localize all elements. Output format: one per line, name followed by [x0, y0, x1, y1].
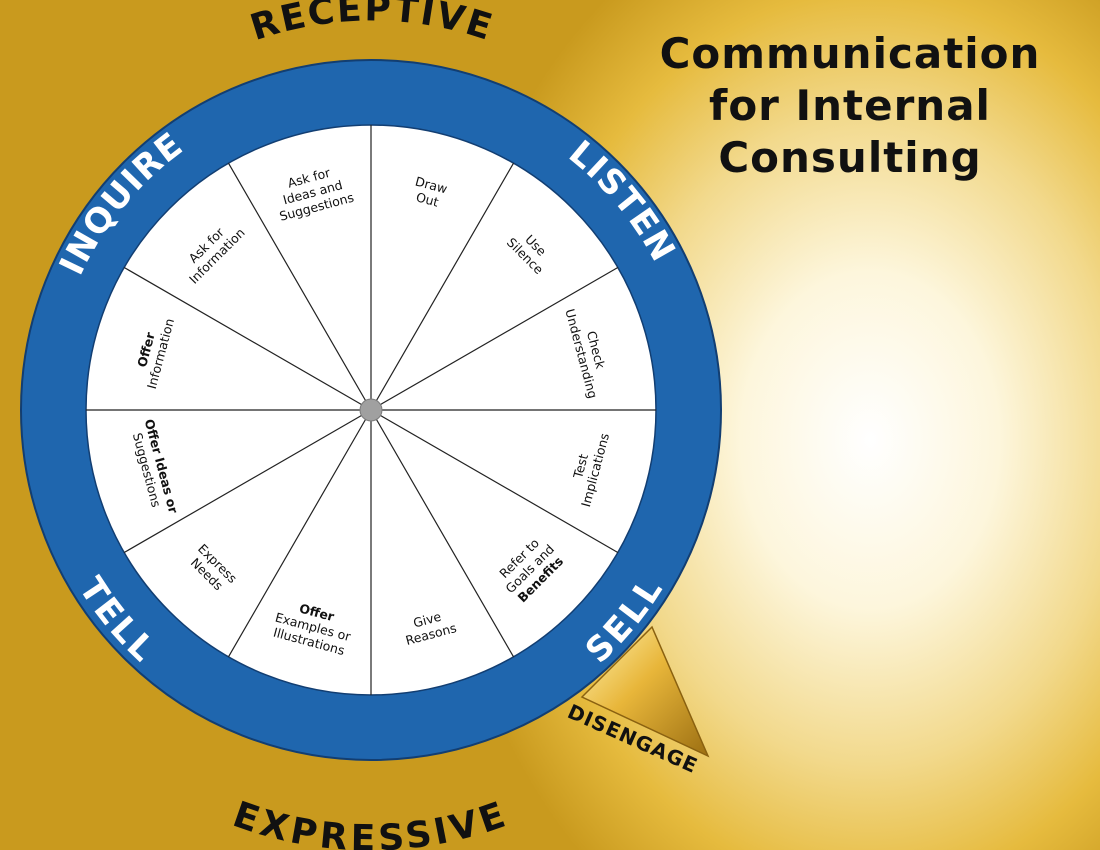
segment-label: DrawOut — [410, 174, 449, 211]
title-line-3: Consulting — [718, 133, 982, 182]
segment-divider — [370, 162, 515, 411]
segment-label-line: Out — [414, 189, 440, 209]
segment-divider — [227, 409, 372, 658]
page-title: Communication for Internal Consulting — [640, 28, 1060, 184]
segment-divider — [227, 162, 372, 411]
receptive-label: RECEPTIVE — [246, 0, 499, 49]
segment-divider — [370, 409, 515, 658]
disengage-pointer — [580, 625, 710, 758]
segment-label-line: Give — [412, 609, 443, 631]
wheel-hub — [359, 398, 383, 422]
segment-divider — [370, 409, 619, 554]
segment-divider — [123, 409, 372, 554]
expressive-label: EXPRESSIVE — [228, 794, 512, 850]
segment-label-line: Test — [570, 452, 591, 481]
segment-divider — [370, 266, 619, 411]
segment-divider — [123, 266, 372, 411]
segment-dividers — [86, 125, 656, 695]
title-line-1: Communication — [659, 29, 1041, 78]
title-line-2: for Internal — [709, 81, 991, 130]
